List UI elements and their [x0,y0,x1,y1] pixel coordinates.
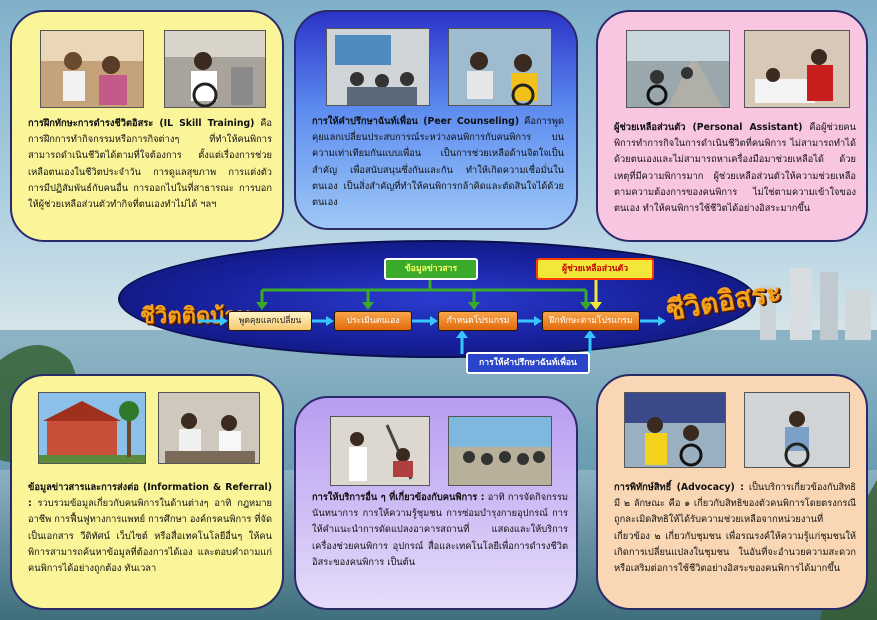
panel-pa-title: ผู้ช่วยเหลือส่วนตัว (Personal Assistant) [614,122,803,133]
photo-advocacy-1 [624,392,726,468]
photo-other-group [448,416,552,486]
panel-other-title: การให้บริการอื่น ๆ ที่เกี่ยวข้องกับคนพิก… [312,492,485,503]
box-peer-counseling: การให้คำปรึกษาฉันท์เพื่อน [466,352,590,374]
photo-pa-1 [626,30,730,108]
panel-adv-body: เป็นบริการเกี่ยวข้องกับสิทธิ มี ๒ ลักษณะ… [614,482,856,575]
panel-advocacy: การพิทักษ์สิทธิ์ (Advocacy) : เป็นบริการ… [596,374,868,610]
box-personal-assistant: ผู้ช่วยเหลือส่วนตัว [536,258,654,280]
panel-il-text: การฝึกทักษะการดำรงชีวิตอิสระ (IL Skill T… [28,116,272,213]
panel-peer-text: การให้คำปรึกษาฉันท์เพื่อน (Peer Counseli… [312,114,564,211]
panel-pa-text: ผู้ช่วยเหลือส่วนตัว (Personal Assistant)… [614,120,856,217]
box-information: ข้อมูลข่าวสาร [384,258,478,280]
panel-adv-title: การพิทักษ์สิทธิ์ (Advocacy) : [614,482,744,493]
step-discussion: พูดคุยแลกเปลี่ยน [228,311,312,331]
panel-information-referral: ข้อมูลข่าวสารและการส่งต่อ (Information &… [10,374,284,610]
panel-other-services: การให้บริการอื่น ๆ ที่เกี่ยวข้องกับคนพิก… [294,396,578,610]
photo-peer-1 [326,28,430,106]
panel-peer-counseling: การให้คำปรึกษาฉันท์เพื่อน (Peer Counseli… [294,10,578,230]
photo-advocacy-2 [744,392,850,468]
panel-other-text: การให้บริการอื่น ๆ ที่เกี่ยวข้องกับคนพิก… [312,490,568,571]
photo-peer-2 [448,28,552,106]
photo-info-office [158,392,260,464]
photo-il-training-2 [164,30,266,108]
panel-peer-title: การให้คำปรึกษาฉันท์เพื่อน (Peer Counseli… [312,116,520,127]
panel-peer-body: คือการพูดคุยแลกเปลี่ยนประสบการณ์ระหว่างค… [312,116,564,209]
photo-other-lift [330,416,430,486]
panel-il-skill-training: การฝึกทักษะการดำรงชีวิตอิสระ (IL Skill T… [10,10,284,242]
photo-pa-2 [744,30,850,108]
panel-info-text: ข้อมูลข่าวสารและการส่งต่อ (Information &… [28,480,272,577]
photo-info-building [38,392,146,464]
panel-il-body: คือการฝึกการทำกิจกรรมหรือการกิจต่างๆ ที่… [28,118,272,211]
photo-il-training-1 [40,30,144,108]
panel-info-title: ข้อมูลข่าวสารและการส่งต่อ (Information &… [28,482,272,510]
panel-adv-text: การพิทักษ์สิทธิ์ (Advocacy) : เป็นบริการ… [614,480,856,577]
panel-other-body: อาทิ การจัดกิจกรรมนันทนาการ การให้ความรู… [312,492,568,568]
panel-info-body: รวบรวมข้อมูลเกี่ยวกับคนพิการในด้านต่างๆ … [28,498,272,575]
step-program-setting: กำหนดโปรแกรม [438,311,518,331]
panel-pa-body: คือผู้ช่วยคนพิการทำการกิจในการดำเนินชีวิ… [614,122,856,215]
step-skill-training: ฝึกทักษะตามโปรแกรม [542,311,640,331]
step-self-assessment: ประเมินตนเอง [334,311,412,331]
panel-il-title: การฝึกทักษะการดำรงชีวิตอิสระ (IL Skill T… [28,118,255,129]
panel-personal-assistant: ผู้ช่วยเหลือส่วนตัว (Personal Assistant)… [596,10,868,242]
